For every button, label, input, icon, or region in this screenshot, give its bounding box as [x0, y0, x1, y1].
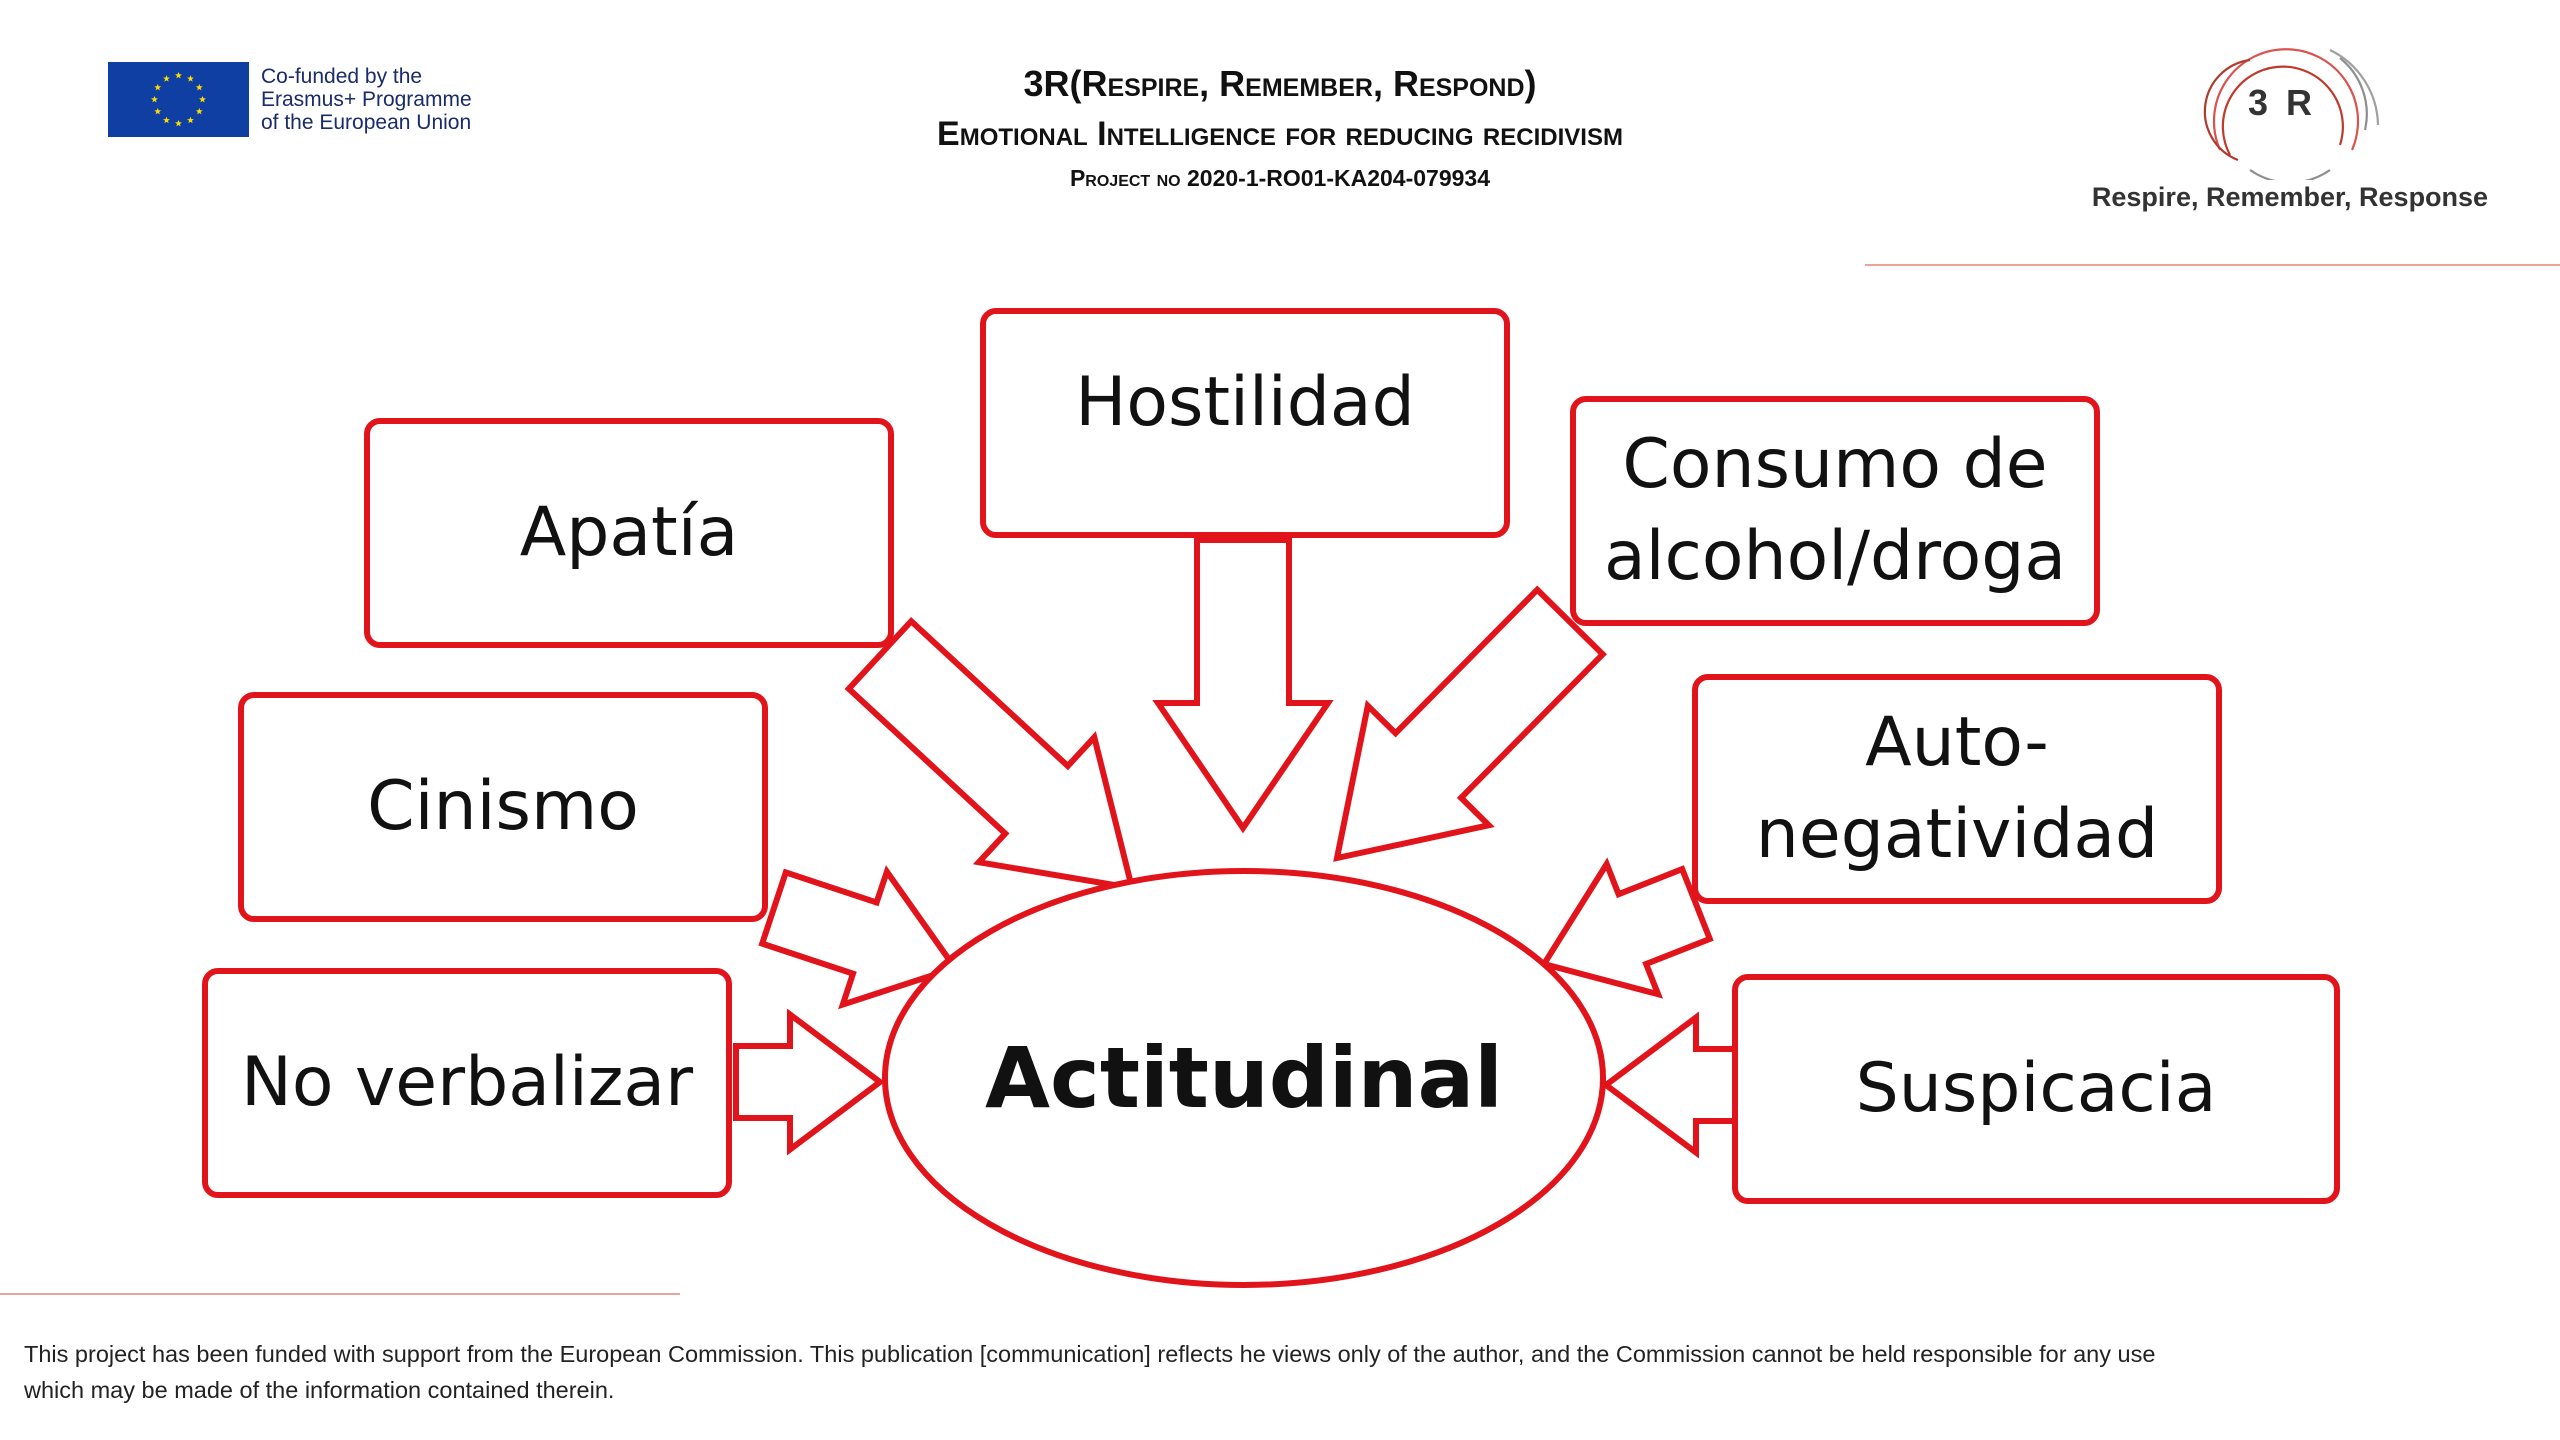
center-ellipse	[882, 868, 1606, 1288]
eu-star-icon	[199, 95, 206, 103]
header-divider	[1865, 264, 2560, 266]
node-no-verbalizar-label: No verbalizar	[240, 1043, 694, 1122]
brand-mark-icon	[2203, 48, 2380, 180]
brand-mark-text: 3 R	[2248, 82, 2317, 123]
footer-disclaimer-line-1: This project has been funded with suppor…	[24, 1341, 2156, 1367]
node-autonegatividad-label-line-1: Auto-	[1865, 703, 2049, 782]
eu-star-icon	[175, 119, 182, 127]
node-apatia: Apatía	[364, 418, 894, 648]
brand-caption: Respire, Remember, Response	[2091, 182, 2489, 212]
eu-star-icon	[175, 71, 182, 79]
node-cinismo-label: Cinismo	[367, 767, 639, 846]
project-title: 3R(Respire, Remember, Respond) Emotional…	[0, 60, 2560, 196]
arrow-apatia	[844, 616, 1137, 892]
eu-star-icon	[163, 75, 170, 82]
arrow-no-verbalizar	[733, 1008, 885, 1156]
eu-logo-line-2: Erasmus+ Programme	[261, 88, 472, 111]
eu-logo: Co-funded by the Erasmus+ Programme of t…	[108, 62, 561, 137]
eu-star-icon	[187, 116, 194, 124]
node-consumo-label-line-2: alcohol/droga	[1603, 517, 2067, 596]
project-title-subtitle: Emotional Intelligence for reducing reci…	[937, 115, 1623, 153]
arrow-autonegatividad	[1539, 857, 1714, 999]
eu-logo-line-3: of the European Union	[261, 111, 472, 134]
node-no-verbalizar: No verbalizar	[202, 968, 732, 1198]
node-suspicacia: Suspicacia	[1732, 974, 2340, 1204]
eu-flag-icon	[108, 62, 249, 137]
arrow-hostilidad	[1152, 537, 1334, 834]
arrow-suspicacia	[1601, 1011, 1749, 1159]
eu-star-icon	[187, 75, 194, 82]
eu-star-icon	[163, 116, 170, 124]
node-consumo: Consumo de alcohol/droga	[1570, 396, 2100, 626]
node-consumo-label-line-1: Consumo de	[1622, 425, 2048, 504]
center-node-label: Actitudinal	[985, 1029, 1503, 1127]
eu-star-icon	[195, 107, 203, 115]
project-number: Project no 2020-1-RO01-KA204-079934	[1069, 165, 1491, 191]
eu-star-icon	[154, 83, 162, 91]
brand-logo: 3 R Respire, Remember, Response	[2080, 30, 2500, 220]
arrow-cinismo	[758, 865, 960, 1010]
eu-logo-text: Co-funded by the Erasmus+ Programme of t…	[261, 65, 561, 134]
node-autonegatividad: Auto- negatividad	[1692, 674, 2222, 904]
footer-disclaimer-line-2: which may be made of the information con…	[24, 1377, 615, 1403]
eu-logo-line-1: Co-funded by the	[261, 65, 423, 88]
node-cinismo: Cinismo	[238, 692, 768, 922]
footer-divider	[0, 1293, 680, 1295]
eu-star-icon	[151, 95, 158, 103]
node-autonegatividad-label-line-2: negatividad	[1755, 795, 2159, 874]
arrow-consumo	[1333, 585, 1607, 862]
eu-star-icon	[154, 107, 162, 115]
node-apatia-label: Apatía	[519, 493, 739, 572]
eu-star-icon	[195, 83, 203, 91]
project-title-main: 3R(Respire, Remember, Respond)	[1023, 63, 1537, 104]
node-hostilidad: Hostilidad	[980, 308, 1510, 538]
footer-disclaimer: This project has been funded with suppor…	[24, 1336, 2524, 1408]
node-suspicacia-label: Suspicacia	[1855, 1049, 2217, 1128]
node-hostilidad-label: Hostilidad	[1075, 363, 1415, 442]
